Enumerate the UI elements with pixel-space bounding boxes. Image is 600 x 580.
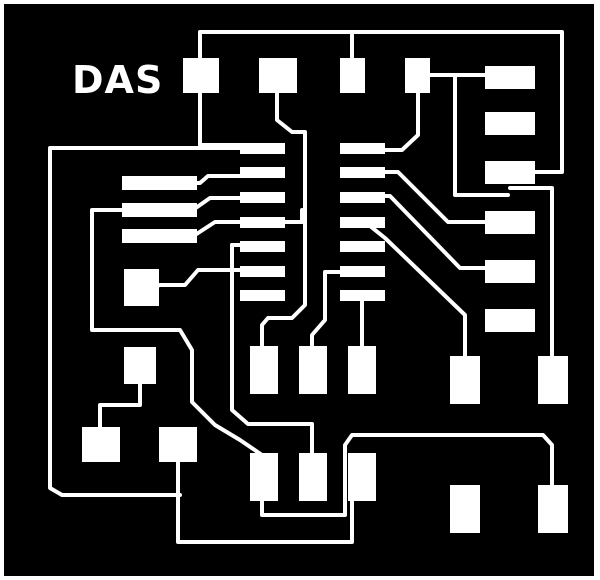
header-pin-3 — [122, 229, 197, 243]
ic-pin-right-4 — [340, 217, 385, 228]
trace-ic-right3 — [363, 220, 467, 382]
pad-bottom-4 — [450, 485, 480, 533]
trace-pad2-ic — [260, 73, 307, 374]
pad-bottom-left-1 — [82, 427, 120, 462]
pad-right-5 — [485, 260, 535, 283]
ic-pin-right-3 — [340, 192, 385, 203]
trace-left-inner — [90, 208, 264, 472]
pad-left-mid — [124, 269, 159, 306]
pad-mid-1 — [250, 346, 278, 394]
ic-pin-right-2 — [340, 167, 385, 178]
pad-top-1 — [183, 58, 219, 93]
pad-mid-5 — [538, 356, 568, 404]
header-pin-1 — [122, 176, 197, 190]
trace-bottom-loop — [176, 441, 354, 544]
trace-top-bus — [198, 30, 564, 174]
pad-bottom-3 — [348, 453, 376, 501]
ic-pin-left-6 — [240, 266, 285, 277]
pad-mid-2 — [299, 346, 327, 394]
ic-pin-left-1 — [240, 143, 285, 154]
trace-right-vert — [508, 186, 554, 382]
trace-left-ic-down — [230, 243, 314, 472]
pad-left-lower — [124, 347, 156, 384]
board-label: DAS — [72, 58, 164, 102]
pad-top-4 — [405, 58, 430, 93]
ic-pin-left-5 — [240, 241, 285, 252]
ic-pin-right-1 — [340, 143, 385, 154]
pad-bottom-left-2 — [159, 427, 197, 462]
ic-pin-left-2 — [240, 167, 285, 178]
pad-right-4 — [485, 211, 535, 234]
ic-pin-right-7 — [340, 290, 385, 301]
pad-bottom-5 — [538, 485, 568, 533]
trace-left-long — [48, 146, 264, 497]
ic-pin-right-6 — [340, 266, 385, 277]
ic-pin-left-7 — [240, 290, 285, 301]
trace-bottom-mid — [260, 433, 554, 517]
pad-right-3 — [485, 161, 535, 184]
pad-top-2 — [259, 58, 297, 93]
pad-right-1 — [485, 66, 535, 89]
trace-right-col — [453, 73, 510, 197]
ic-pin-left-4 — [240, 217, 285, 228]
pad-right-2 — [485, 112, 535, 135]
ic-pin-left-3 — [240, 192, 285, 203]
pad-right-6 — [485, 309, 535, 332]
pad-mid-4 — [450, 356, 480, 404]
pads — [82, 58, 568, 533]
header-pin-2 — [122, 203, 197, 217]
pad-bottom-1 — [250, 453, 278, 501]
ic-pin-right-5 — [340, 241, 385, 252]
pad-top-3 — [340, 58, 365, 93]
pad-mid-3 — [348, 346, 376, 394]
pad-bottom-2 — [299, 453, 327, 501]
